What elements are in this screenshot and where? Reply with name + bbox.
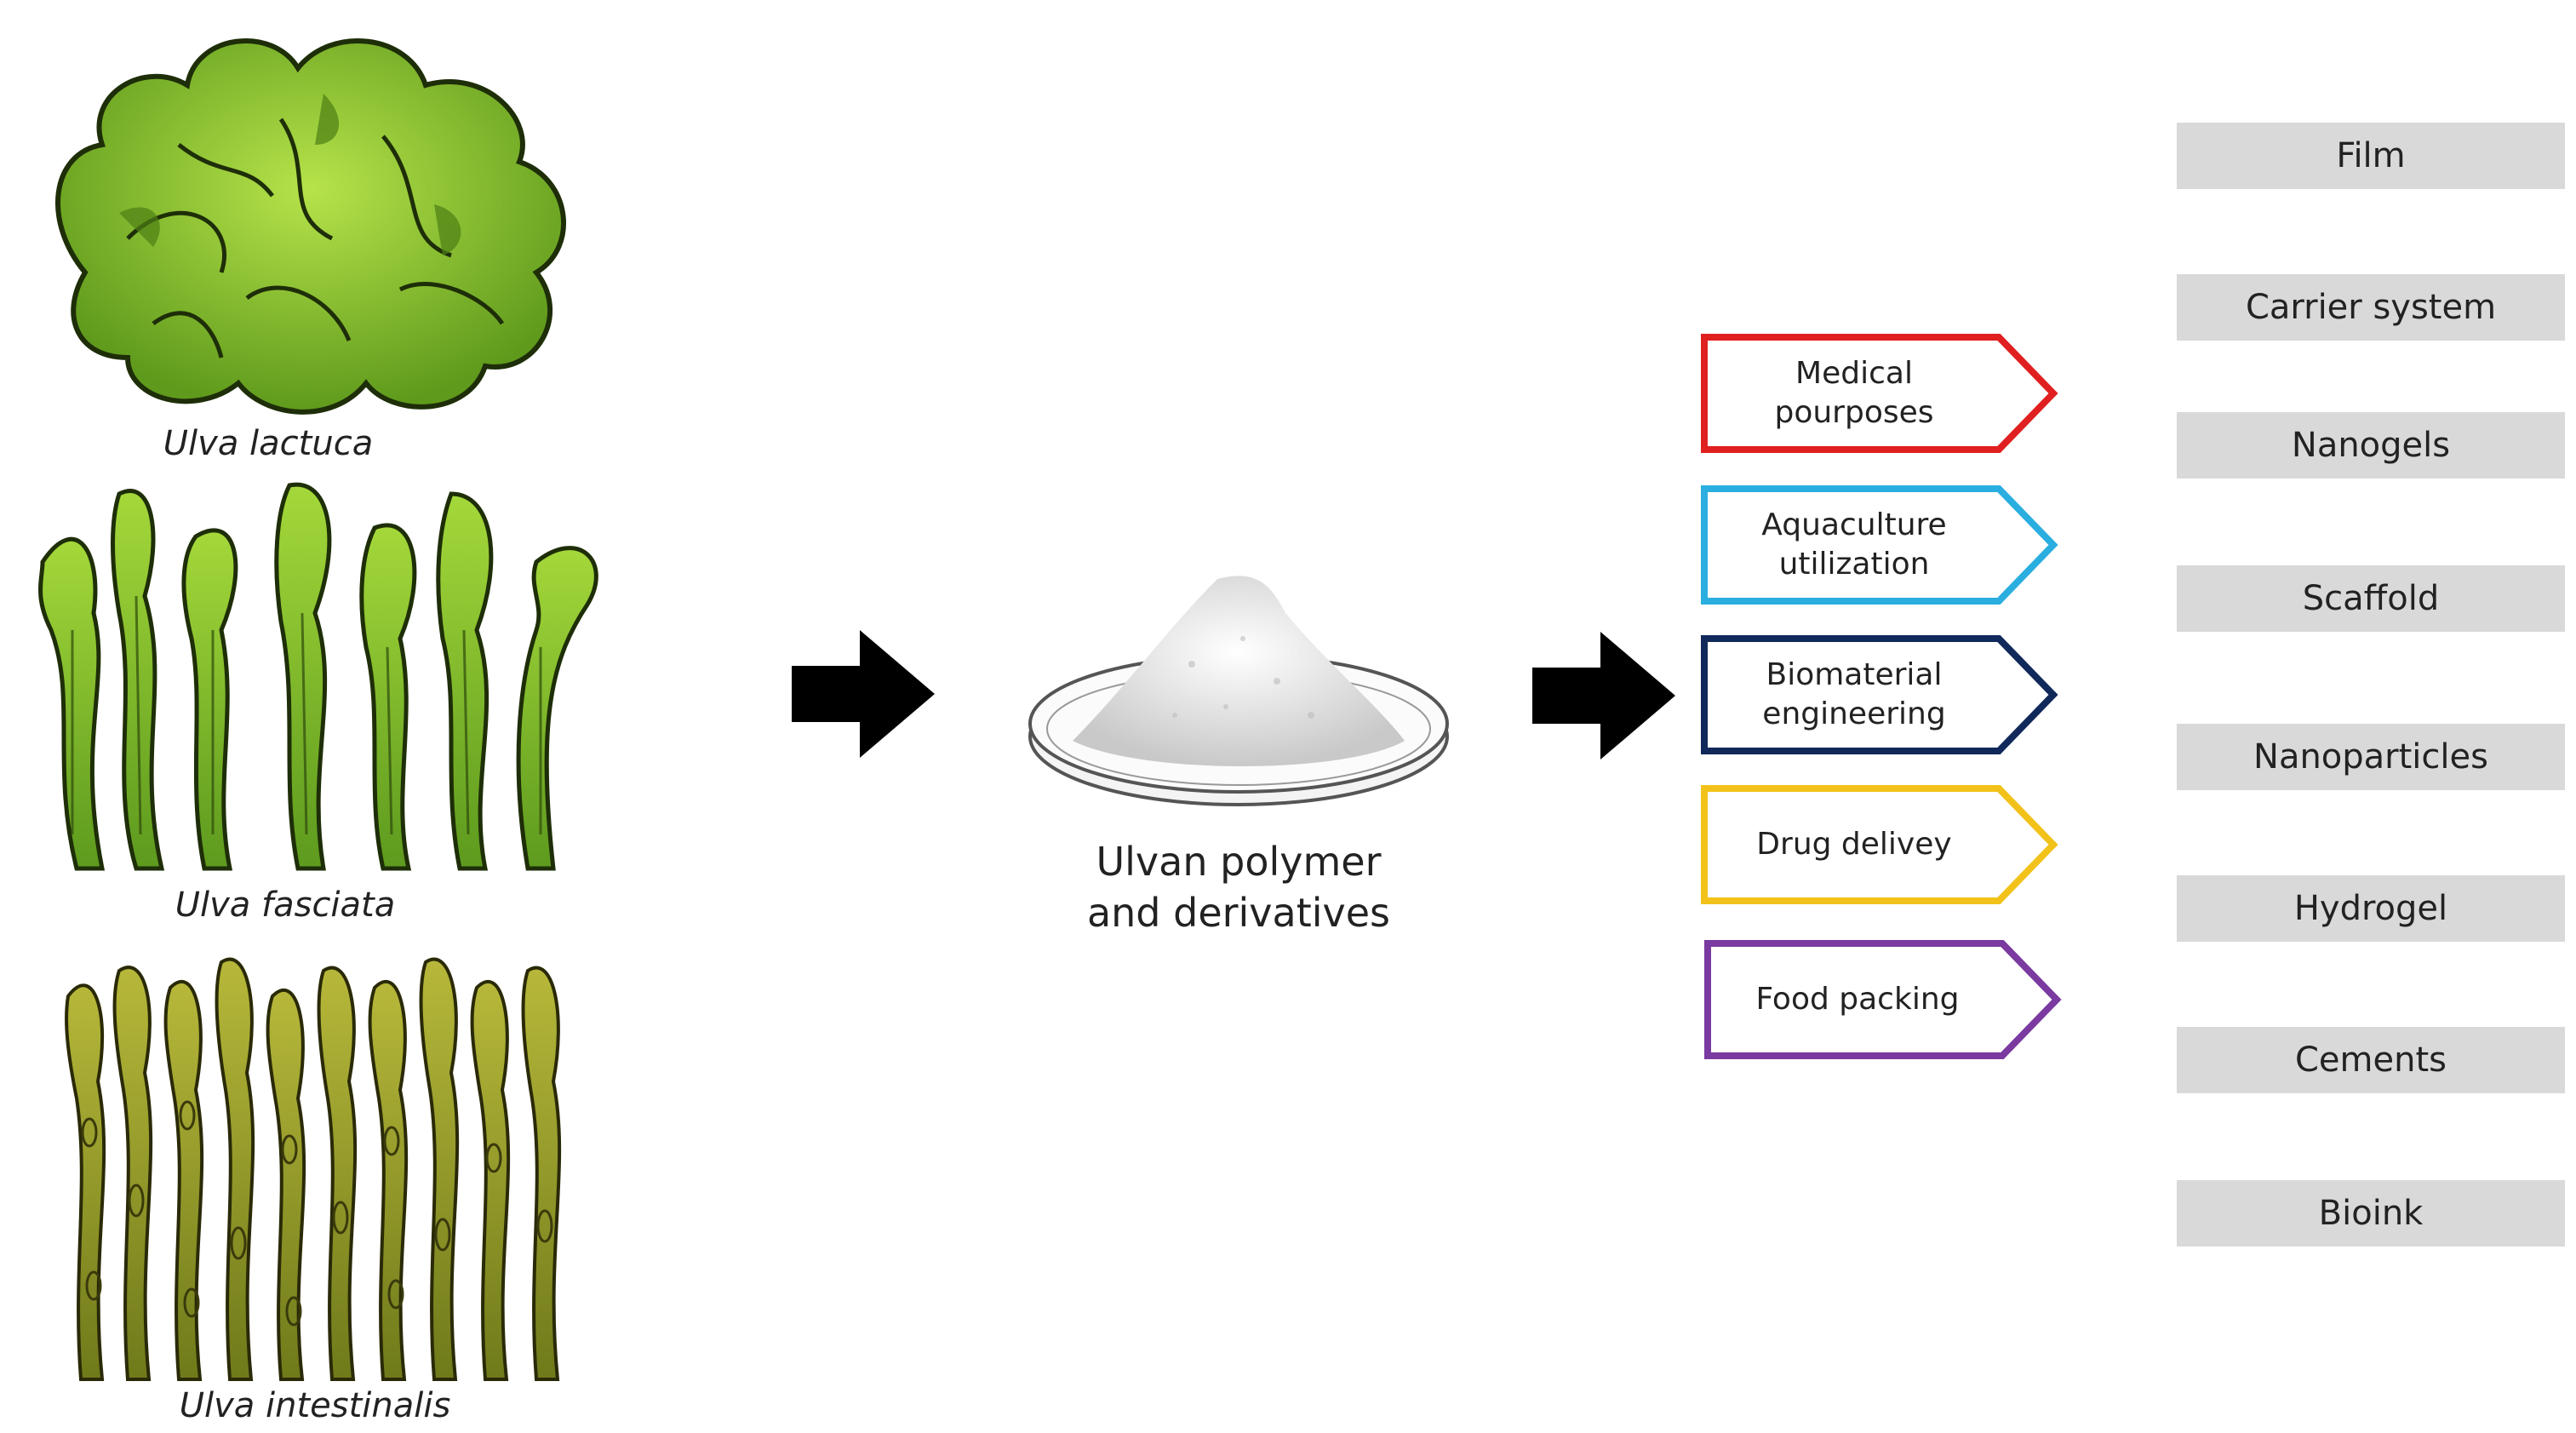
application-label: Drug delivey xyxy=(1756,827,1952,862)
application-tag-outline xyxy=(1701,334,2058,453)
application-label: Food packing xyxy=(1755,982,1960,1017)
application-tag-outline xyxy=(1701,485,2058,605)
application-label-2: engineering xyxy=(1762,696,1946,731)
ulvan-powder-dish-image xyxy=(1022,562,1456,829)
form-box-hydrogel: Hydrogel xyxy=(2177,875,2565,942)
polymer-caption: Ulvan polymer and derivatives xyxy=(1022,836,1456,938)
polymer-caption-line2: and derivatives xyxy=(1086,890,1391,936)
application-tag-medical: Medical pourposes xyxy=(1701,334,2058,453)
application-label-2: utilization xyxy=(1778,547,1930,582)
polymer-caption-line1: Ulvan polymer xyxy=(1096,839,1382,885)
application-tag-biomaterial: Biomaterial engineering xyxy=(1701,635,2058,754)
application-label: Biomaterial xyxy=(1766,657,1943,692)
application-label: Aquaculture xyxy=(1761,507,1947,542)
application-tag-drug-delivery: Drug delivey xyxy=(1701,785,2058,904)
form-box-film: Film xyxy=(2177,123,2565,189)
form-box-cements: Cements xyxy=(2177,1027,2565,1093)
form-box-nanoparticles: Nanoparticles xyxy=(2177,724,2565,790)
ulva-fasciata-illustration xyxy=(26,460,621,886)
application-tag-outline xyxy=(1701,635,2058,754)
application-tag-outline xyxy=(1704,940,2062,1059)
species-label-lactuca: Ulva lactuca xyxy=(163,424,374,463)
form-box-scaffold: Scaffold xyxy=(2177,565,2565,632)
process-arrow-2 xyxy=(1532,632,1677,763)
form-box-carrier-system: Carrier system xyxy=(2177,274,2565,341)
application-label: Medical xyxy=(1795,356,1913,391)
ulva-lactuca-illustration xyxy=(26,17,587,426)
application-tag-food-packing: Food packing xyxy=(1704,940,2062,1059)
application-label-2: pourposes xyxy=(1774,395,1934,430)
application-tag-aquaculture: Aquaculture utilization xyxy=(1701,485,2058,605)
application-tag-outline xyxy=(1701,785,2058,904)
species-label-fasciata: Ulva fasciata xyxy=(175,886,396,925)
process-arrow-1 xyxy=(792,630,936,761)
ulva-intestinalis-illustration xyxy=(51,945,579,1388)
form-box-bioink: Bioink xyxy=(2177,1180,2565,1247)
species-label-intestinalis: Ulva intestinalis xyxy=(179,1386,451,1425)
form-box-nanogels: Nanogels xyxy=(2177,412,2565,479)
